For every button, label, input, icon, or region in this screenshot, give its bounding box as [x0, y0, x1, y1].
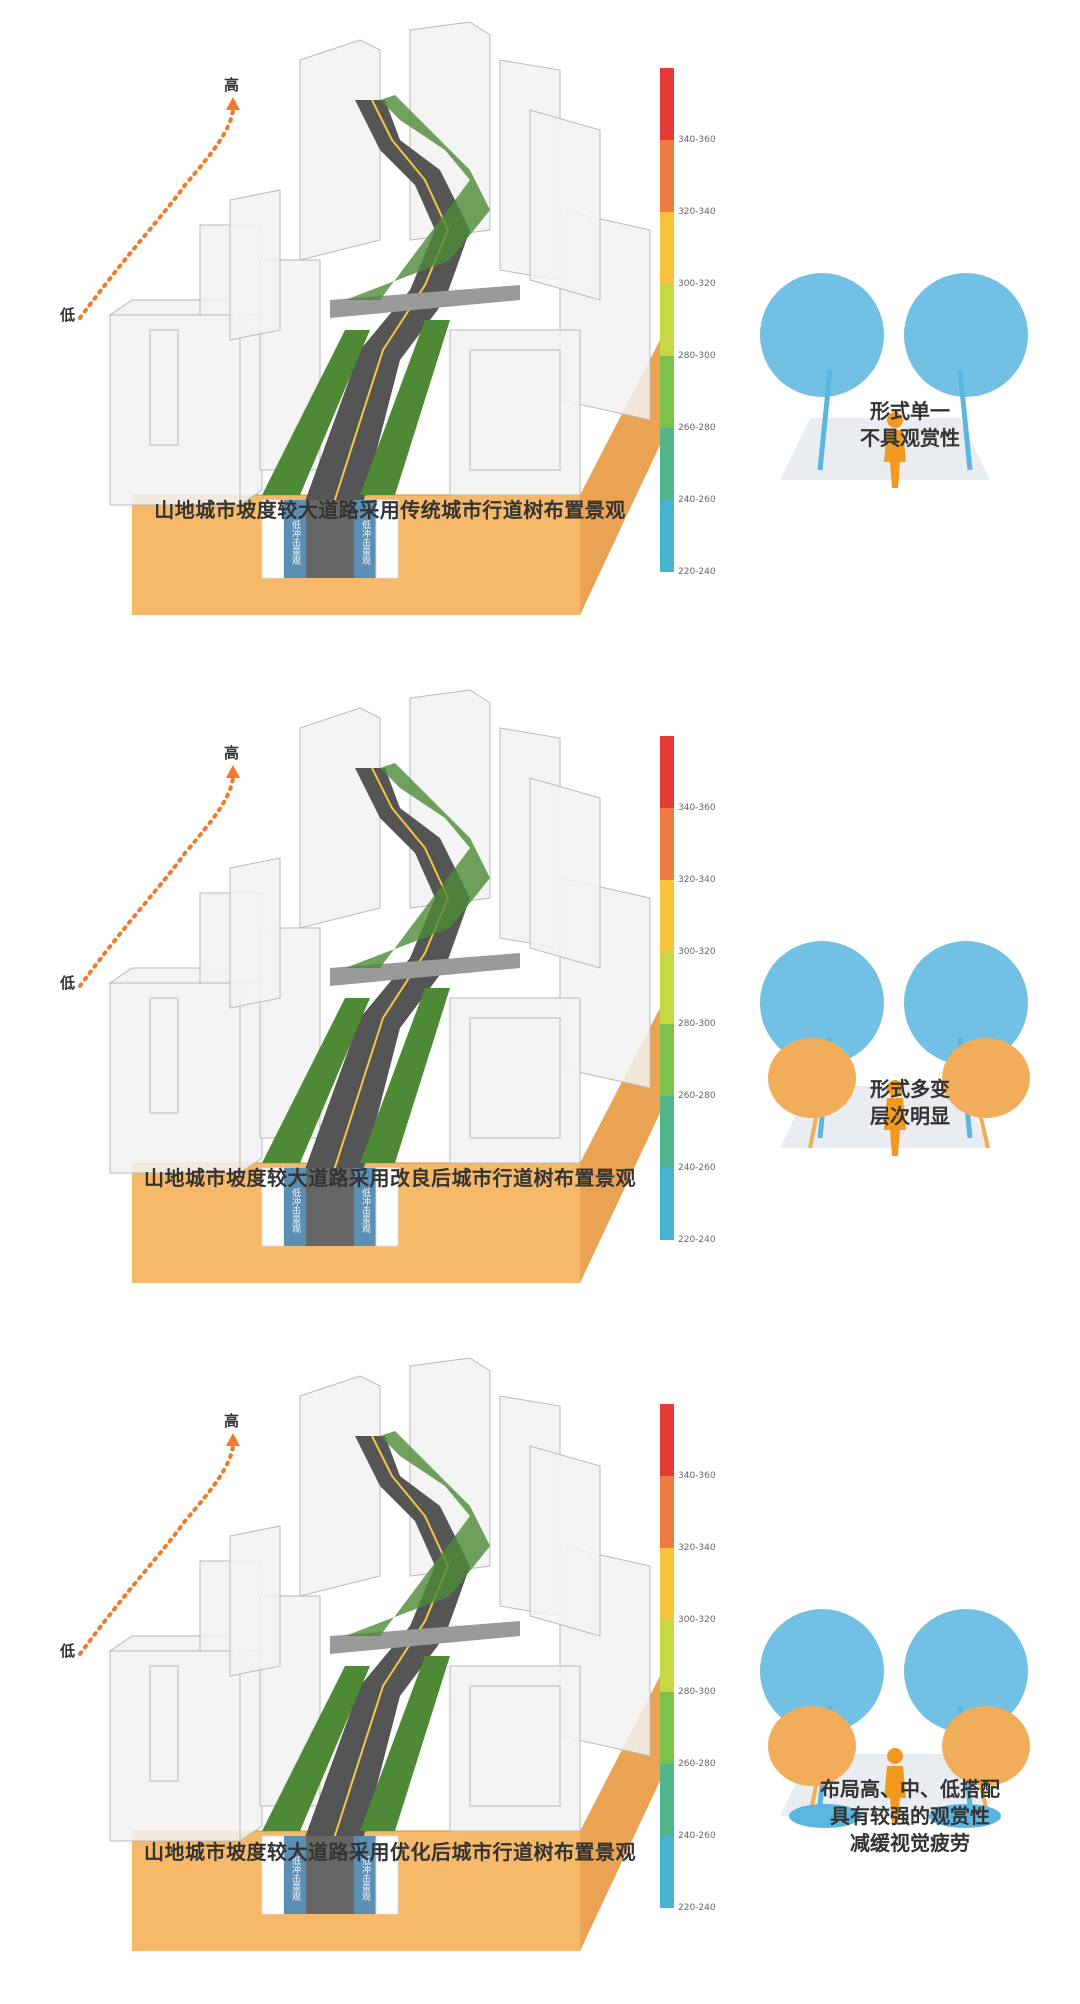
street-diagram: 低冲击景观 低冲击景观 高 低 340-360 320-340 — [59, 1357, 1030, 1951]
scale-seg-3 — [660, 1620, 674, 1692]
scale-seg-6 — [660, 500, 674, 572]
mid-trees — [768, 1706, 1030, 1817]
scale-label: 300-320 — [678, 1615, 716, 1625]
high-label: 高 — [224, 1412, 239, 1430]
tree-note-line: 形式单一 — [870, 399, 950, 423]
panel-3: 低冲击景观 低冲击景观 高 低 340-360 320-340 — [0, 1336, 1080, 2004]
scale-label: 240-260 — [678, 1831, 716, 1841]
scale-label: 260-280 — [678, 423, 716, 433]
low-label: 低 — [59, 1642, 75, 1660]
scale-seg-2 — [660, 1548, 674, 1620]
scale-seg-4 — [660, 1024, 674, 1096]
lane-label-left: 低冲击景观 — [290, 519, 301, 566]
elevation-scale: 340-360 320-340 300-320 280-300 260-280 … — [660, 68, 716, 577]
scale-label: 300-320 — [678, 947, 716, 957]
scale-label: 240-260 — [678, 1163, 716, 1173]
scale-label: 280-300 — [678, 351, 716, 361]
elevation-scale: 340-360 320-340 300-320 280-300 260-280 … — [660, 736, 716, 1245]
greenery — [262, 763, 490, 1163]
scale-label: 220-240 — [678, 1903, 716, 1913]
tree-illustration — [760, 1609, 1030, 1828]
scale-seg-1 — [660, 1476, 674, 1548]
scale-label: 340-360 — [678, 1471, 716, 1481]
scale-seg-6 — [660, 1836, 674, 1908]
high-label: 高 — [224, 76, 239, 94]
scale-seg-2 — [660, 880, 674, 952]
scale-label: 280-300 — [678, 1019, 716, 1029]
shrubs — [789, 1804, 1001, 1828]
low-label: 低 — [59, 306, 75, 324]
street-diagram: 低冲击景观 低冲击景观 高 低 340-360 320-340 — [59, 689, 1030, 1283]
mid-trees — [768, 1038, 1030, 1149]
scale-label: 260-280 — [678, 1759, 716, 1769]
lane-strip: 低冲击景观 低冲击景观 — [261, 1167, 399, 1247]
scale-label: 240-260 — [678, 495, 716, 505]
tree-note-line: 形式多变 — [870, 1077, 950, 1101]
scale-seg-4 — [660, 1692, 674, 1764]
scale-seg-1 — [660, 140, 674, 212]
scale-label: 300-320 — [678, 279, 716, 289]
greenery — [262, 95, 490, 495]
tree-note-line: 层次明显 — [870, 1104, 950, 1128]
tree-note-line: 布局高、中、低搭配 — [820, 1777, 1000, 1801]
scale-seg-4 — [660, 356, 674, 428]
scale-seg-3 — [660, 284, 674, 356]
tree-note-line: 减缓视觉疲劳 — [850, 1831, 970, 1855]
panel-1: 低冲击景观 低冲击景观 高 低 340-360 320-340 — [0, 0, 1080, 668]
scale-label: 320-340 — [678, 207, 716, 217]
lane-label-left: 低冲击景观 — [290, 1187, 301, 1234]
high-label: 高 — [224, 744, 239, 762]
scale-seg-6 — [660, 1168, 674, 1240]
scale-label: 220-240 — [678, 567, 716, 577]
panel-2: 低冲击景观 低冲击景观 高 低 340-360 320-340 — [0, 668, 1080, 1336]
tree-note-line: 不具观赏性 — [860, 426, 960, 450]
scale-seg-2 — [660, 212, 674, 284]
buildings — [108, 689, 651, 1174]
lane-strip: 低冲击景观 低冲击景观 — [261, 499, 399, 579]
lane-strip: 低冲击景观 低冲击景观 — [261, 1835, 399, 1915]
street-diagram: 低冲击景观 低冲击景观 高 低 340-360 320-340 — [59, 21, 1028, 615]
runner-figure — [884, 412, 906, 488]
runner-figure — [884, 1080, 906, 1156]
tree-note: 形式单一不具观赏性 — [770, 398, 1050, 452]
tree-illustration — [760, 941, 1030, 1156]
panel-caption: 山地城市坡度较大道路采用优化后城市行道树布置景观 — [144, 1840, 636, 1864]
elevation-arrow: 高 低 — [59, 744, 240, 992]
scale-seg-0 — [660, 1404, 674, 1476]
scale-label: 260-280 — [678, 1091, 716, 1101]
lane-label-left: 低冲击景观 — [290, 1855, 301, 1902]
scale-seg-0 — [660, 68, 674, 140]
scale-label: 340-360 — [678, 135, 716, 145]
tree-note-line: 具有较强的观赏性 — [830, 1804, 990, 1828]
scale-seg-5 — [660, 1764, 674, 1836]
scale-seg-3 — [660, 952, 674, 1024]
low-label: 低 — [59, 974, 75, 992]
tree-illustration — [760, 273, 1028, 488]
scale-seg-1 — [660, 808, 674, 880]
elevation-arrow: 高 低 — [59, 1412, 240, 1660]
tree-note: 布局高、中、低搭配具有较强的观赏性减缓视觉疲劳 — [770, 1776, 1050, 1857]
runner-figure — [884, 1748, 906, 1824]
elevation-arrow: 高 低 — [59, 76, 240, 324]
lane-label-right: 低冲击景观 — [360, 1855, 371, 1902]
scale-label: 340-360 — [678, 803, 716, 813]
lane-label-right: 低冲击景观 — [360, 519, 371, 566]
tall-trees — [760, 273, 1028, 471]
lane-label-right: 低冲击景观 — [360, 1187, 371, 1234]
tree-note: 形式多变层次明显 — [770, 1076, 1050, 1130]
elevation-scale: 340-360 320-340 300-320 280-300 260-280 … — [660, 1404, 716, 1913]
scale-seg-5 — [660, 1096, 674, 1168]
panel-caption: 山地城市坡度较大道路采用改良后城市行道树布置景观 — [144, 1166, 636, 1190]
scale-label: 280-300 — [678, 1687, 716, 1697]
scale-seg-5 — [660, 428, 674, 500]
scale-label: 320-340 — [678, 1543, 716, 1553]
scale-label: 220-240 — [678, 1235, 716, 1245]
greenery — [262, 1431, 490, 1831]
scale-seg-0 — [660, 736, 674, 808]
panel-caption: 山地城市坡度较大道路采用传统城市行道树布置景观 — [154, 498, 626, 522]
scale-label: 320-340 — [678, 875, 716, 885]
